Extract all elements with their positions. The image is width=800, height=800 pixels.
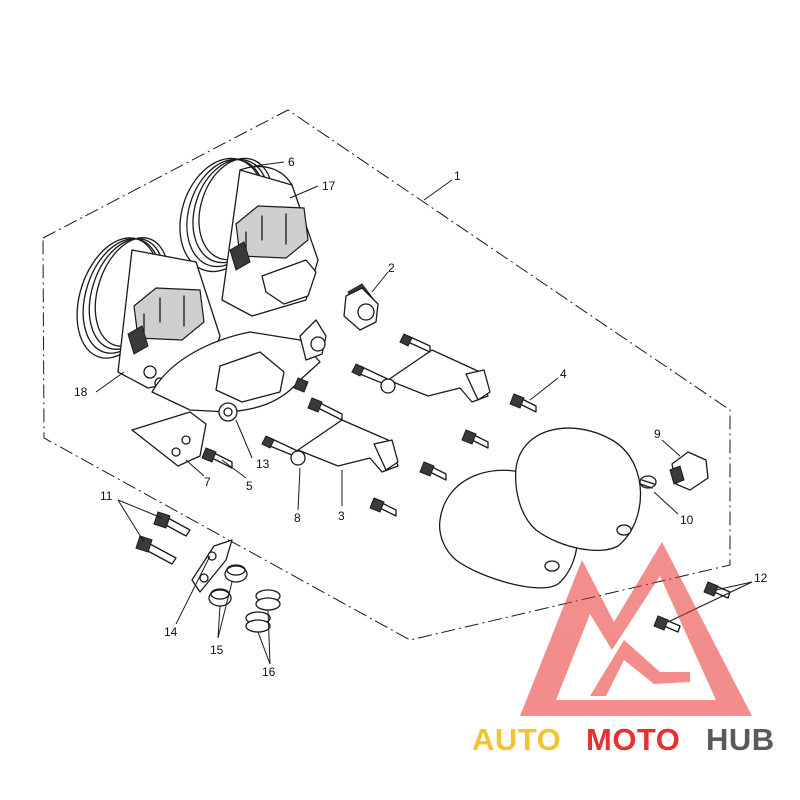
callout-4: 4	[560, 367, 567, 381]
assembly-boundary	[42, 109, 731, 641]
callout-6: 6	[288, 155, 295, 169]
bracket-13-hole	[218, 402, 238, 422]
callout-3: 3	[338, 509, 345, 523]
screw-4-group	[369, 393, 537, 517]
watermark-auto: AUTO	[472, 722, 561, 757]
screws-12	[653, 581, 731, 633]
watermark-logo	[520, 542, 752, 716]
callout-14: 14	[164, 625, 178, 639]
callout-17: 17	[322, 179, 336, 193]
callout-9: 9	[654, 427, 661, 441]
watermark-wordmark: AUTO MOTO HUB	[472, 722, 775, 757]
callout-11: 11	[100, 489, 113, 503]
bracket-7	[131, 411, 207, 467]
watermark-triangle-inner	[590, 640, 690, 696]
watermark-triangle-outer	[520, 542, 752, 716]
washers-16	[245, 589, 281, 633]
bolt-11-pair	[135, 511, 191, 565]
connector-17	[229, 205, 309, 271]
callout-2: 2	[388, 261, 395, 275]
plate-14	[191, 539, 233, 593]
callout-15: 15	[210, 643, 224, 657]
watermark-hub: HUB	[706, 722, 775, 757]
callout-1: 1	[454, 169, 461, 183]
callout-5: 5	[246, 479, 253, 493]
spring-10	[639, 475, 657, 489]
callout-12: 12	[754, 571, 768, 585]
cap-2	[343, 283, 379, 331]
holder-9	[669, 451, 709, 491]
callout-8: 8	[294, 511, 301, 525]
bracket-13-tab	[215, 351, 285, 403]
callout-13: 13	[256, 457, 270, 471]
callout-16: 16	[262, 665, 276, 679]
watermark-moto: MOTO	[586, 722, 680, 757]
arm-4	[351, 333, 491, 403]
bolt-5	[201, 447, 233, 469]
cover-right	[514, 427, 642, 552]
bracket-arm-rear	[261, 259, 317, 305]
callout-10: 10	[680, 513, 694, 527]
callout-18: 18	[74, 385, 88, 399]
bolt-8	[293, 377, 343, 421]
callout-7: 7	[204, 475, 211, 489]
arm-3	[261, 419, 399, 473]
